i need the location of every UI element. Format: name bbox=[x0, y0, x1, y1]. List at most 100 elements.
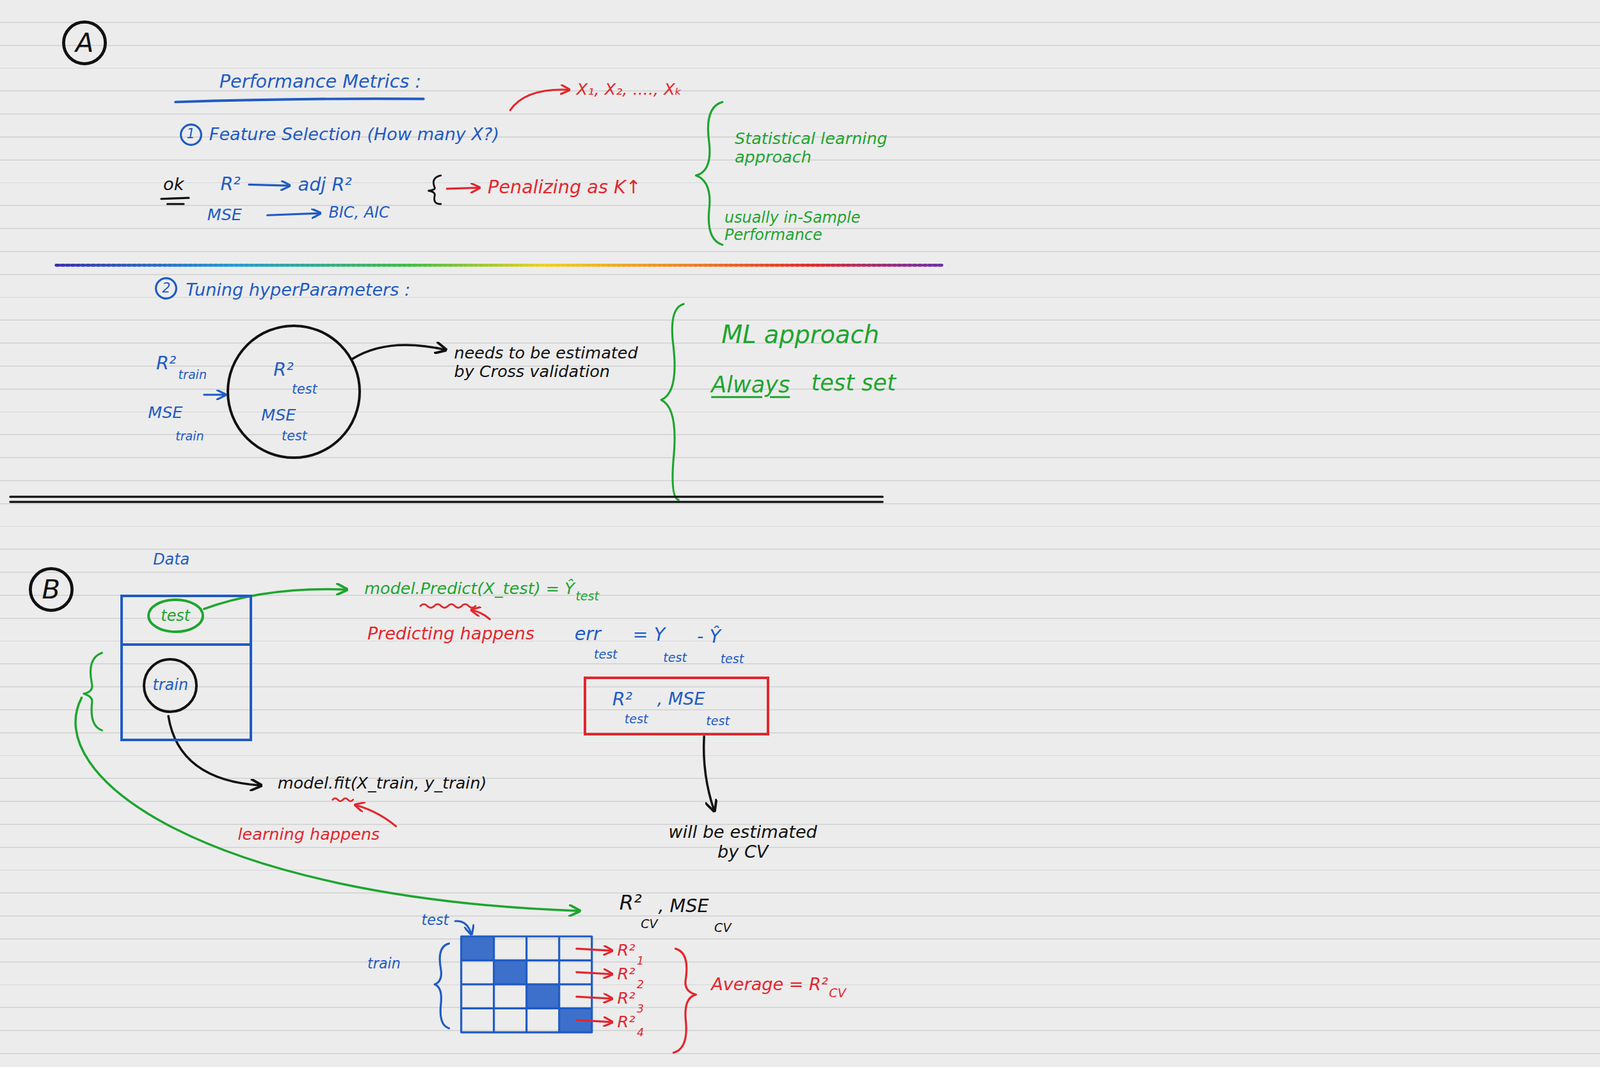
handwritten-text: needs to be estimated by Cross validatio… bbox=[454, 343, 654, 381]
handwritten-text: CV bbox=[714, 920, 731, 936]
brace bbox=[434, 943, 449, 1028]
handwritten-text: model.fit(X_train, y_train) bbox=[277, 773, 488, 793]
handwritten-text: Always bbox=[711, 371, 790, 398]
handwritten-text: 1 bbox=[636, 954, 644, 968]
arrow bbox=[471, 609, 491, 619]
arrow bbox=[352, 344, 447, 360]
handwritten-text: A bbox=[75, 27, 94, 59]
handwritten-text: model.Predict(X_test) = Ŷ bbox=[364, 579, 575, 598]
handwritten-text: Average = R² bbox=[711, 974, 828, 994]
arrow bbox=[267, 213, 321, 216]
handwritten-text: err bbox=[574, 622, 601, 644]
handwritten-text: = Y bbox=[632, 624, 666, 646]
handwritten-text: R² bbox=[273, 358, 294, 380]
handwritten-text: CV bbox=[828, 986, 846, 1001]
arrow bbox=[168, 716, 262, 786]
arrow bbox=[576, 948, 613, 951]
grid-cell-fill bbox=[461, 936, 592, 1033]
step-badge: 1 bbox=[179, 123, 203, 146]
handwritten-text: , MSE bbox=[657, 688, 706, 709]
handwritten-text: 1 bbox=[186, 126, 196, 143]
brace bbox=[695, 101, 722, 245]
test-metric-box: R²test, MSEtest bbox=[583, 676, 770, 736]
handwritten-text: Predicting happens bbox=[367, 623, 535, 644]
handwritten-text: test bbox=[593, 647, 618, 662]
ellipse-outline bbox=[148, 599, 203, 632]
rect-outline bbox=[121, 595, 251, 740]
leader-arrow bbox=[510, 89, 569, 111]
handwritten-text: will be estimated by CV bbox=[656, 821, 830, 862]
handwritten-text: R² bbox=[617, 1012, 636, 1032]
section-badge: A bbox=[62, 20, 107, 66]
handwritten-text: test bbox=[160, 607, 191, 625]
handwritten-text: X₁, X₂, ...., Xₖ bbox=[576, 80, 683, 100]
handwritten-text: - Ŷ bbox=[696, 625, 721, 648]
handwritten-text: R² bbox=[617, 989, 636, 1008]
grid-lines bbox=[461, 936, 592, 1033]
handwritten-text: MSE bbox=[261, 405, 296, 425]
rect-outline bbox=[584, 677, 768, 735]
arrow bbox=[704, 736, 715, 811]
handwritten-text: Performance Metrics : bbox=[219, 71, 422, 93]
section-divider bbox=[10, 496, 883, 502]
rainbow-divider bbox=[56, 263, 944, 267]
circle-outline bbox=[227, 325, 360, 458]
circle-outline bbox=[156, 278, 177, 299]
handwritten-text: , MSE bbox=[657, 895, 709, 917]
wavy-underline bbox=[332, 798, 354, 802]
brace bbox=[428, 175, 441, 205]
handwritten-text: Feature Selection (How many X?) bbox=[209, 124, 500, 145]
handwritten-text: R² bbox=[156, 352, 176, 374]
handwritten-text: test bbox=[281, 428, 308, 445]
handwritten-text: ok bbox=[163, 174, 184, 195]
handwritten-text: Penalizing as K↑ bbox=[487, 176, 642, 198]
handwritten-text: test bbox=[575, 589, 600, 604]
arrow bbox=[204, 589, 347, 610]
test-split: test bbox=[147, 598, 205, 633]
handwritten-text: B bbox=[41, 574, 60, 605]
brace bbox=[673, 948, 696, 1053]
test-metric-circle: R²testMSEtest bbox=[226, 324, 361, 459]
handwritten-text: MSE bbox=[207, 206, 242, 225]
handwritten-text: test bbox=[421, 912, 449, 929]
handwritten-text: R² bbox=[617, 941, 636, 960]
handwritten-text: train bbox=[152, 676, 189, 694]
handwritten-text: train bbox=[178, 368, 207, 383]
handwritten-text: 4 bbox=[636, 1025, 644, 1039]
handwritten-text: CV bbox=[640, 917, 658, 932]
handwritten-text: R² bbox=[619, 890, 642, 915]
arrow bbox=[455, 920, 472, 935]
wavy-underline bbox=[420, 604, 476, 608]
handwritten-text: R² bbox=[220, 172, 240, 194]
brace bbox=[661, 304, 684, 500]
handwritten-text: 2 bbox=[636, 977, 644, 991]
ok-underline bbox=[161, 197, 189, 205]
step-badge: 2 bbox=[154, 277, 178, 300]
handwritten-text: Data bbox=[152, 551, 190, 569]
handwritten-text: R² bbox=[617, 964, 636, 984]
title-underline bbox=[175, 98, 424, 102]
arrow bbox=[576, 1020, 613, 1023]
arrow bbox=[355, 804, 397, 826]
handwritten-text: MSE bbox=[147, 403, 183, 423]
arrow bbox=[75, 697, 580, 911]
arrow bbox=[204, 393, 226, 396]
section-badge: B bbox=[28, 567, 74, 612]
arrow bbox=[576, 996, 613, 999]
handwritten-text: test bbox=[291, 382, 318, 398]
handwritten-text: train bbox=[367, 955, 401, 973]
handwritten-text: test set bbox=[811, 369, 896, 395]
handwritten-text: test bbox=[663, 650, 687, 665]
handwritten-text: test bbox=[705, 714, 730, 729]
handwritten-text: Tuning hyperParameters : bbox=[185, 279, 411, 300]
circle-outline bbox=[144, 659, 197, 712]
train-split: train bbox=[142, 657, 198, 713]
cv-grid bbox=[461, 936, 592, 1033]
handwritten-text: usually in-Sample Performance bbox=[724, 208, 914, 244]
split-line bbox=[120, 643, 253, 646]
handwritten-text: adj R² bbox=[298, 174, 352, 196]
handwritten-text: 2 bbox=[161, 280, 171, 297]
brace bbox=[83, 652, 103, 731]
handwritten-text: R² bbox=[612, 688, 633, 710]
